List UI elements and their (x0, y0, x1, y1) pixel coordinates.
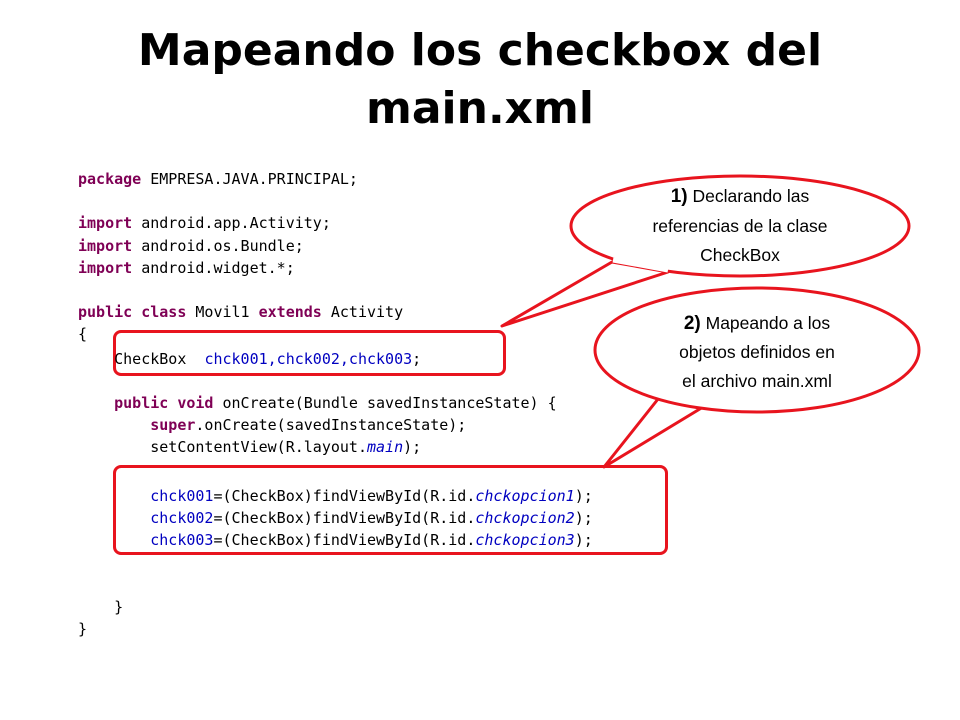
callout1-line1: 1) Declarando las (671, 186, 810, 207)
code-line-close: } (78, 619, 88, 638)
field-declaration-highlight (113, 330, 506, 376)
callout2-line3: el archivo main.xml (682, 371, 832, 391)
callout2-line1: 2) Mapeando a los (684, 313, 831, 334)
code-line: super.onCreate(savedInstanceState); (150, 416, 467, 435)
slide-title-line1: Mapeando los checkbox del (137, 25, 823, 76)
mapping-block-highlight (113, 465, 668, 555)
code-line-mapping: chck003=(CheckBox)findViewById(R.id.chck… (150, 531, 593, 549)
callout1-line2: referencias de la clase (652, 216, 827, 236)
slide-title-line2: main.xml (366, 83, 594, 134)
code-line: package EMPRESA.JAVA.PRINCIPAL; (78, 170, 358, 188)
code-line: setContentView(R.layout.main); (78, 438, 422, 457)
code-line-field-declaration: CheckBox chck001,chck002,chck003; (78, 349, 422, 368)
slide-title: Mapeando los checkbox del main.xml (0, 22, 960, 138)
callout-mapping-objects: 2) Mapeando a los objetos definidos en e… (593, 286, 921, 469)
callout1-line3: CheckBox (700, 245, 780, 265)
code-line: import android.app.Activity; (78, 214, 331, 233)
code-line-mapping: chck001=(CheckBox)findViewById(R.id.chck… (150, 486, 593, 505)
callout2-line2: objetos definidos en (679, 342, 835, 362)
code-line-mapping: chck002=(CheckBox)findViewById(R.id.chck… (150, 508, 593, 527)
code-line-close: } (78, 597, 124, 616)
callout-declaring-references: 1) Declarando las referencias de la clas… (500, 174, 911, 328)
code-line: { (78, 325, 88, 344)
java-code-block: package EMPRESA.JAVA.PRINCIPAL; import an… (78, 168, 593, 640)
code-line: import android.widget.*; (78, 258, 295, 277)
callout1-bubble (569, 174, 911, 278)
code-line: import android.os.Bundle; (78, 236, 304, 255)
code-line: public void onCreate(Bundle savedInstanc… (114, 393, 557, 412)
code-line: public class Movil1 extends Activity (78, 303, 404, 322)
callout2-bubble (593, 286, 921, 414)
